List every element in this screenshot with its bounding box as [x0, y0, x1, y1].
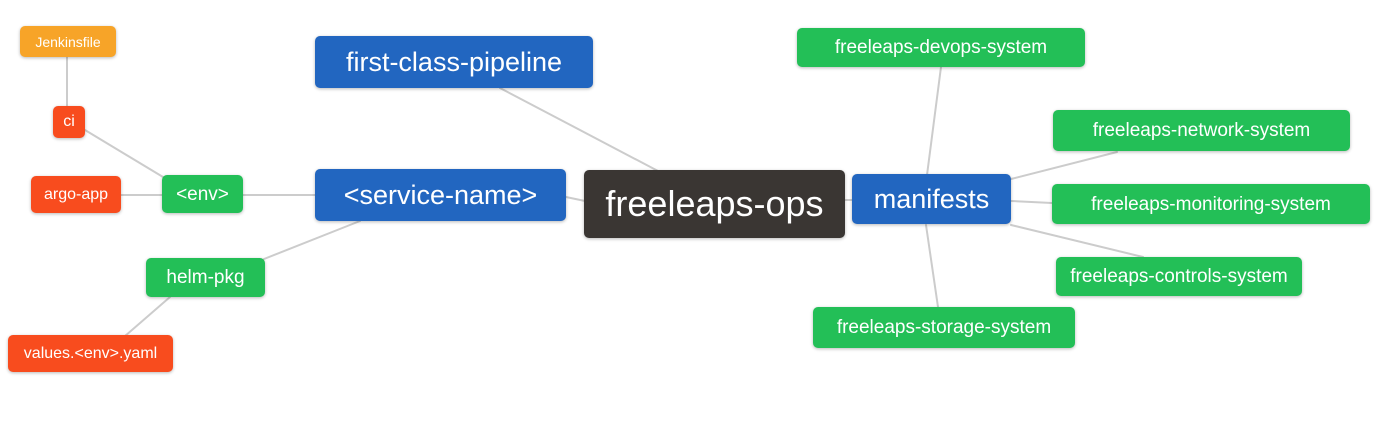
mindmap-node-first-class-pipeline[interactable]: first-class-pipeline: [315, 36, 593, 88]
node-label: freeleaps-ops: [605, 183, 824, 224]
node-label: freeleaps-storage-system: [836, 317, 1052, 338]
node-label: freeleaps-monitoring-system: [1091, 193, 1331, 215]
mindmap-node-ci[interactable]: ci: [53, 106, 85, 138]
edge-manifests-freeleaps-devops-system: [926, 66, 942, 176]
mindmap-node-env[interactable]: <env>: [162, 175, 243, 213]
node-label: argo-app: [43, 185, 109, 203]
mindmap-node-argo-app[interactable]: argo-app: [31, 176, 121, 213]
edge-ci-env: [84, 129, 164, 178]
node-label: helm-pkg: [166, 267, 245, 288]
mindmap-node-manifests[interactable]: manifests: [852, 174, 1011, 224]
mindmap-node-values-env-yaml[interactable]: values.<env>.yaml: [8, 335, 173, 372]
edge-first-class-pipeline-freeleaps-ops: [499, 87, 659, 172]
mindmap-node-jenkinsfile[interactable]: Jenkinsfile: [20, 26, 116, 57]
edge-manifests-freeleaps-monitoring-system: [1010, 200, 1053, 204]
node-label: <env>: [176, 183, 229, 205]
node-label: <service-name>: [343, 179, 538, 210]
edge-manifests-freeleaps-network-system: [1010, 151, 1118, 180]
mindmap-node-freeleaps-devops-system[interactable]: freeleaps-devops-system: [797, 28, 1085, 67]
node-label: freeleaps-devops-system: [834, 37, 1048, 58]
edge-manifests-freeleaps-controls-system: [1010, 224, 1144, 258]
mindmap-node-freeleaps-network-system[interactable]: freeleaps-network-system: [1053, 110, 1350, 151]
mindmap-node-freeleaps-controls-system[interactable]: freeleaps-controls-system: [1056, 257, 1302, 296]
node-label: ci: [63, 113, 75, 130]
edge-helm-pkg-values-env-yaml: [124, 296, 171, 337]
mindmap-node-freeleaps-ops[interactable]: freeleaps-ops: [584, 170, 845, 238]
node-label: values.<env>.yaml: [23, 344, 158, 362]
mindmap-node-helm-pkg[interactable]: helm-pkg: [146, 258, 265, 297]
node-label: Jenkinsfile: [35, 33, 101, 50]
edge-service-name-helm-pkg: [263, 220, 361, 260]
edge-manifests-freeleaps-storage-system: [925, 224, 939, 308]
mindmap-node-freeleaps-storage-system[interactable]: freeleaps-storage-system: [813, 307, 1075, 348]
node-label: first-class-pipeline: [345, 46, 563, 77]
mindmap-node-freeleaps-monitoring-system[interactable]: freeleaps-monitoring-system: [1052, 184, 1370, 224]
node-label: freeleaps-controls-system: [1070, 266, 1288, 287]
edge-service-name-freeleaps-ops: [565, 196, 586, 202]
node-label: manifests: [873, 183, 990, 214]
mindmap-node-service-name[interactable]: <service-name>: [315, 169, 566, 221]
node-label: freeleaps-network-system: [1092, 120, 1311, 141]
